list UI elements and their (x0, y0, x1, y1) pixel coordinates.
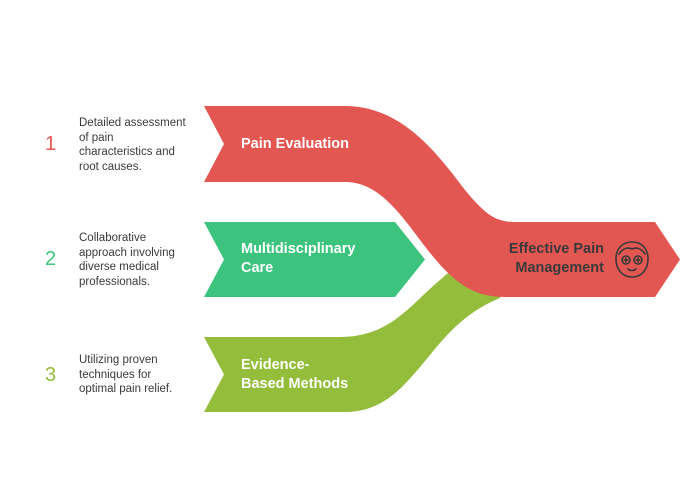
step-1-description: Detailed assessment of pain characterist… (79, 116, 209, 174)
step-2-label-line: Multidisciplinary (241, 241, 356, 257)
step-1-number: 1 (45, 133, 57, 155)
step-2-description-line: Collaborative (79, 232, 147, 244)
step-3-description-line: Utilizing proven (79, 354, 158, 366)
step-2-number: 2 (45, 248, 57, 270)
step-1-description-line: characteristics and (79, 146, 175, 158)
step-3-description: Utilizing proven techniques for optimal … (79, 353, 209, 397)
step-3-label-line: Evidence- (241, 357, 310, 373)
step-1-label-line: Pain Evaluation (241, 136, 349, 152)
step-3-number: 3 (45, 364, 57, 386)
step-2-description-line: professionals. (79, 275, 150, 288)
step-2-label-line: Care (241, 260, 274, 276)
step-2-description-line: diverse medical (79, 261, 159, 273)
step-3-label: Evidence- Based Methods (241, 356, 348, 394)
step-2-arrow-band (204, 222, 425, 297)
relieved-face-icon (615, 241, 649, 278)
step-1-arrow-band (204, 106, 680, 297)
step-1-description-line: of pain (79, 131, 114, 144)
outcome-label: Effective Pain Management (490, 240, 604, 278)
step-2-description: Collaborative approach involving diverse… (79, 231, 209, 289)
step-1-description-line: root causes. (79, 160, 142, 173)
step-3-arrow-band (204, 244, 500, 412)
outcome-label-line: Management (515, 260, 604, 276)
step-3-description-line: optimal pain relief. (79, 383, 173, 395)
step-2-description-line: approach involving (79, 246, 175, 259)
step-1-description-line: Detailed assessment (79, 117, 186, 129)
step-3-label-line: Based Methods (241, 376, 349, 392)
outcome-label-line: Effective Pain (508, 241, 604, 257)
step-3-description-line: techniques for (79, 368, 152, 381)
step-2-label: Multidisciplinary Care (241, 240, 355, 278)
step-1-label: Pain Evaluation (241, 135, 349, 154)
